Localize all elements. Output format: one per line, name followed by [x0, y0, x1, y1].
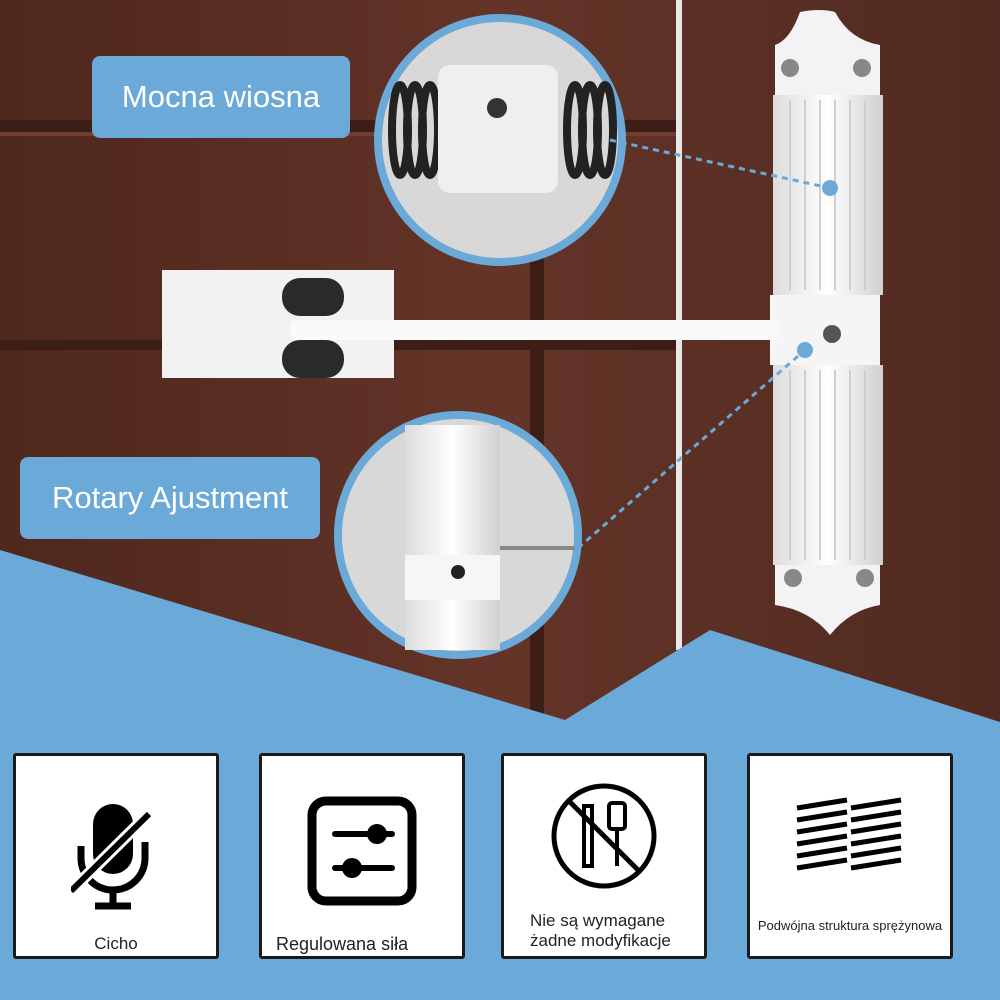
- double-spring-icon: [796, 797, 902, 871]
- feature-label: Podwójna struktura sprężynowa: [757, 918, 943, 933]
- feature-card-no-modification: Nie są wymagane żadne modyfikacje: [501, 753, 707, 959]
- muted-microphone-icon: [71, 804, 154, 910]
- spring-callout-circle: [374, 14, 838, 266]
- rotary-callout-circle: [334, 342, 813, 659]
- feature-card-quiet: Cicho: [13, 753, 219, 959]
- no-tools-icon: [551, 783, 657, 889]
- feature-card-double-spring: Podwójna struktura sprężynowa: [747, 753, 953, 959]
- feature-label: Regulowana siła: [276, 934, 409, 954]
- feature-label: Nie są wymagane żadne modyfikacje: [530, 911, 671, 950]
- feature-label: Cicho: [94, 934, 138, 953]
- sliders-icon: [307, 796, 417, 906]
- rotary-callout-label: Rotary Ajustment: [20, 457, 320, 539]
- roller-arm: [162, 270, 780, 378]
- spring-callout-label: Mocna wiosna: [92, 56, 350, 138]
- feature-card-adjustable: Regulowana siła: [259, 753, 465, 959]
- door-closer-hinge: [770, 10, 883, 635]
